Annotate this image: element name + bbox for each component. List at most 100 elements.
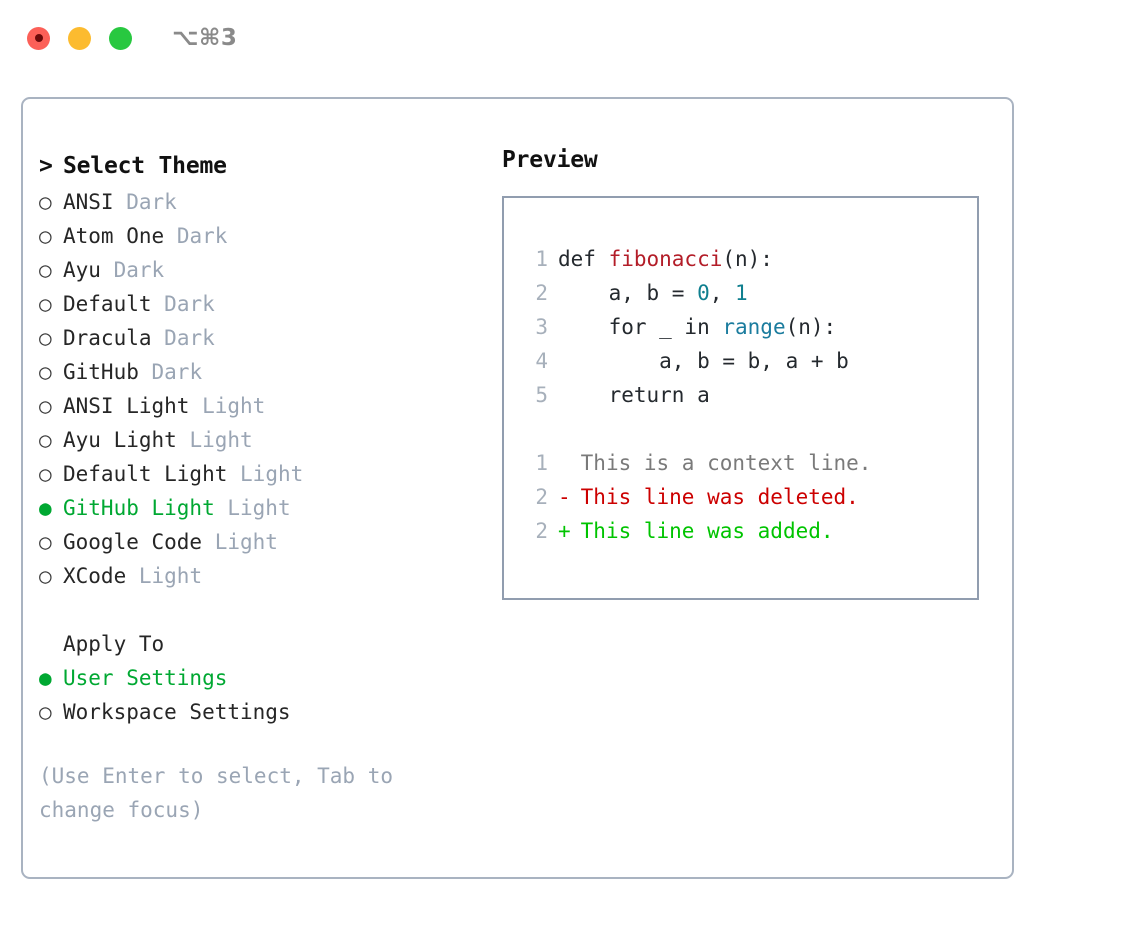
zoom-button[interactable] — [109, 26, 132, 50]
diff-sign — [548, 446, 571, 480]
select-theme-title: Select Theme — [63, 153, 227, 179]
theme-option-dracula-dark[interactable]: ○ Dracula Dark — [39, 321, 489, 355]
radio-unselected-icon: ○ — [39, 428, 52, 452]
code-token-number: 0 — [697, 281, 710, 305]
theme-name: Atom One — [63, 224, 165, 248]
theme-option-default-light[interactable]: ○ Default Light Light — [39, 457, 489, 491]
apply-to-option-user-settings[interactable]: ● User Settings — [39, 661, 489, 695]
line-number: 1 — [535, 247, 548, 271]
apply-to-header: o Apply To — [39, 627, 489, 661]
theme-name: Ayu — [63, 258, 101, 282]
theme-kind — [126, 559, 139, 593]
theme-name: GitHub Light — [63, 496, 215, 520]
theme-kind-label: Light — [227, 496, 291, 520]
code-content: a, b = b, a + b — [558, 349, 849, 373]
line-number: 1 — [535, 451, 548, 475]
code-token: for _ in — [558, 315, 723, 339]
code-line: 5 return a — [520, 378, 977, 412]
code-token: (n): — [785, 315, 837, 339]
theme-kind — [114, 185, 127, 219]
theme-kind-label: Light — [202, 394, 266, 418]
blank-marker-icon: o — [39, 627, 63, 661]
theme-kind-label: Dark — [176, 224, 228, 248]
theme-name: ANSI — [63, 190, 114, 214]
window-title: ⌥⌘3 — [172, 25, 238, 51]
theme-kind-label: Dark — [151, 360, 203, 384]
diff-line-context: 1 This is a context line. — [520, 446, 977, 480]
theme-option-xcode-light[interactable]: ○ XCode Light — [39, 559, 489, 593]
list-spacer — [39, 593, 489, 627]
line-number: 5 — [535, 383, 548, 407]
theme-name: Google Code — [63, 530, 203, 554]
code-token-builtin: range — [722, 315, 786, 339]
radio-unselected-icon: ○ — [39, 190, 52, 214]
theme-kind-label: Light — [189, 428, 253, 452]
radio-selected-icon: ● — [39, 496, 52, 520]
minimize-button[interactable] — [68, 26, 91, 50]
theme-kind — [177, 423, 190, 457]
radio-unselected-icon: ○ — [39, 224, 52, 248]
theme-option-github-dark[interactable]: ○ GitHub Dark — [39, 355, 489, 389]
line-number: 2 — [535, 519, 548, 543]
theme-selector-column: > Select Theme ○ ANSI Dark ○ Atom One Da… — [39, 147, 489, 827]
radio-selected-icon: ● — [39, 666, 52, 690]
window-titlebar: ⌥⌘3 — [0, 0, 1140, 76]
theme-option-ayu-dark[interactable]: ○ Ayu Dark — [39, 253, 489, 287]
theme-option-github-light[interactable]: ● GitHub Light Light — [39, 491, 489, 525]
code-token-number: 1 — [735, 281, 748, 305]
diff-line-deleted: 2 - This line was deleted. — [520, 480, 977, 514]
theme-name: Default Light — [63, 462, 228, 486]
theme-kind — [152, 287, 165, 321]
main-panel: > Select Theme ○ ANSI Dark ○ Atom One Da… — [21, 97, 1014, 879]
theme-kind-label: Dark — [113, 258, 165, 282]
radio-unselected-icon: ○ — [39, 292, 52, 316]
theme-kind — [101, 253, 114, 287]
theme-name: GitHub — [63, 360, 139, 384]
diff-text: This is a context line. — [580, 451, 872, 475]
code-token: a, b = — [558, 281, 698, 305]
close-button[interactable] — [27, 26, 50, 50]
diff-sign: - — [558, 485, 571, 509]
apply-to-option-workspace-settings[interactable]: ○ Workspace Settings — [39, 695, 489, 729]
radio-unselected-icon: ○ — [39, 326, 52, 350]
code-token-function: fibonacci — [608, 247, 723, 271]
code-line: 1 def fibonacci(n): — [520, 242, 977, 276]
code-token: , — [709, 281, 736, 305]
code-token: (n): — [722, 247, 773, 271]
line-number: 3 — [535, 315, 548, 339]
theme-name: ANSI Light — [63, 394, 190, 418]
theme-kind-label: Light — [138, 564, 203, 588]
theme-kind-label: Dark — [164, 326, 215, 350]
preview-title: Preview — [502, 147, 598, 173]
code-line: 2 a, b = 0, 1 — [520, 276, 977, 310]
code-token: def — [558, 247, 609, 271]
keyboard-hint-text: (Use Enter to select, Tab to change focu… — [39, 764, 394, 822]
recording-indicator-icon — [34, 34, 43, 42]
code-content: return a — [558, 383, 710, 407]
theme-option-default-dark[interactable]: ○ Default Dark — [39, 287, 489, 321]
code-line: 3 for _ in range(n): — [520, 310, 977, 344]
theme-option-ansi-dark[interactable]: ○ ANSI Dark — [39, 185, 489, 219]
radio-unselected-icon: ○ — [39, 394, 52, 418]
theme-kind-label: Light — [214, 530, 278, 554]
diff-text: This line was deleted. — [580, 485, 859, 509]
theme-kind-label: Light — [240, 462, 304, 486]
theme-option-atom-one-dark[interactable]: ○ Atom One Dark — [39, 219, 489, 253]
apply-to-label: User Settings — [63, 666, 228, 690]
line-number: 4 — [535, 349, 548, 373]
theme-name: Default — [63, 292, 152, 316]
radio-unselected-icon: ○ — [39, 360, 52, 384]
theme-option-google-code-light[interactable]: ○ Google Code Light — [39, 525, 489, 559]
prompt-caret-icon: > — [39, 153, 53, 179]
theme-option-ansi-light[interactable]: ○ ANSI Light Light — [39, 389, 489, 423]
radio-unselected-icon: ○ — [39, 700, 52, 724]
theme-name: Ayu Light — [63, 428, 177, 452]
code-line: 4 a, b = b, a + b — [520, 344, 977, 378]
theme-name: Dracula — [63, 326, 152, 350]
preview-box: 1 def fibonacci(n): 2 a, b = 0, 1 3 for … — [502, 196, 979, 600]
preview-column: Preview 1 def fibonacci(n): 2 a, b = 0, … — [502, 147, 1002, 600]
theme-option-ayu-light[interactable]: ○ Ayu Light Light — [39, 423, 489, 457]
theme-kind-label: Dark — [164, 292, 215, 316]
theme-kind — [215, 491, 228, 525]
